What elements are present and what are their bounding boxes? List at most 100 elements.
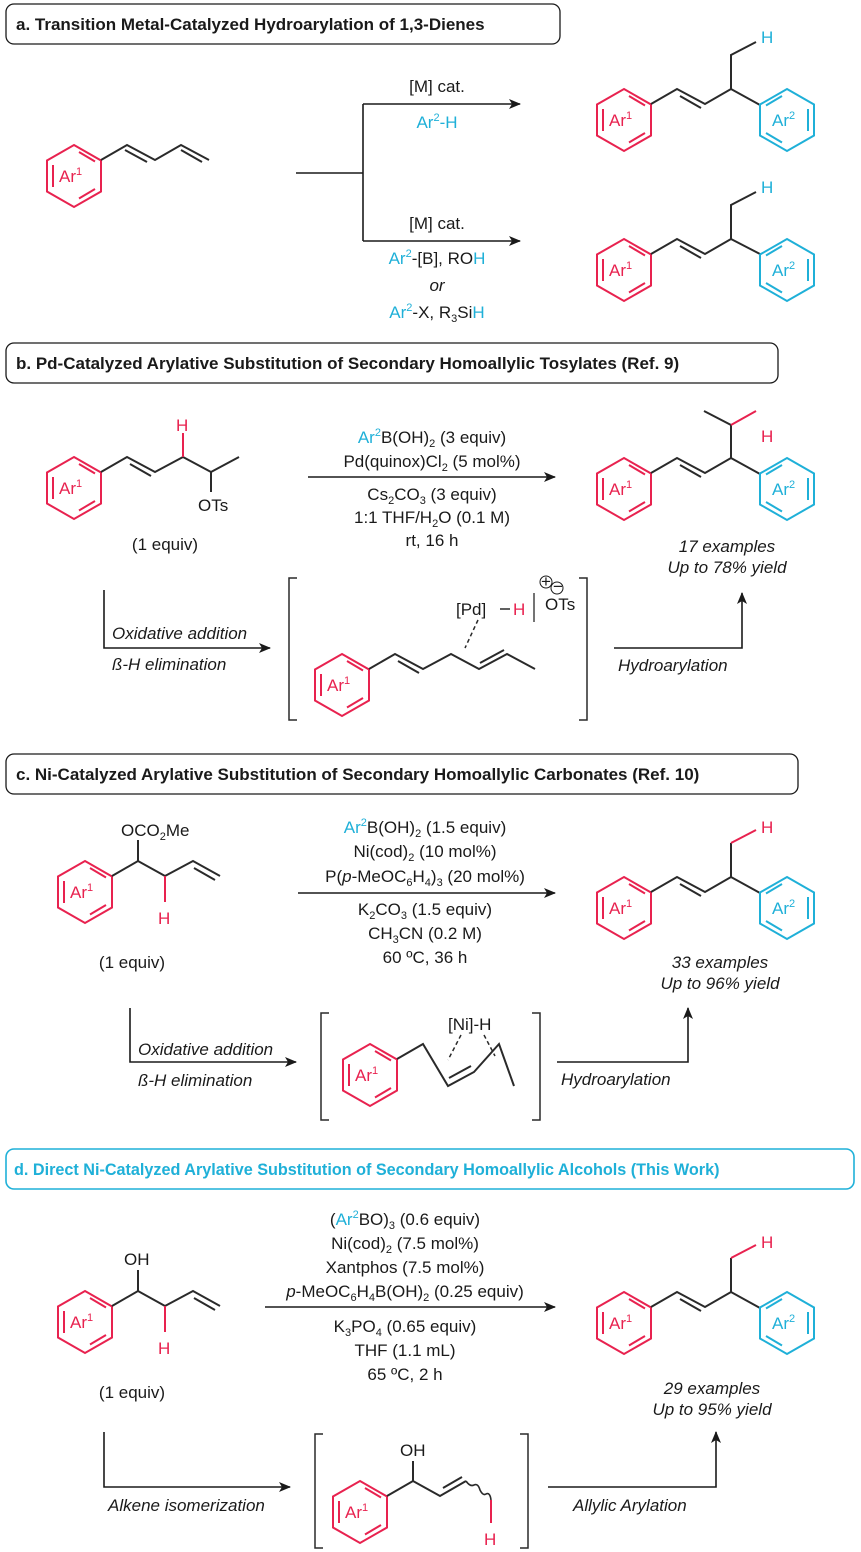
c-cond-2: Ni(cod)2 (10 mol%) — [353, 842, 496, 864]
d-bracket-left — [314, 1433, 323, 1549]
b-bracket-left — [288, 577, 297, 721]
c-leaving-group: OCO2Me — [121, 821, 189, 843]
diene-chain — [100, 143, 210, 162]
b-bracket-right — [579, 577, 588, 721]
arrow-c-step — [129, 1008, 297, 1067]
svg-text:H: H — [761, 178, 773, 197]
svg-text:Ar1: Ar1 — [609, 260, 632, 280]
arrow-b-step — [103, 590, 271, 653]
d-intermediate: Ar1 H OH — [332, 1441, 496, 1549]
d-equiv: (1 equiv) — [99, 1383, 165, 1402]
c-cond-5: CH3CN (0.2 M) — [368, 924, 482, 946]
b-step-3: Hydroarylation — [618, 656, 728, 675]
c-examples: 33 examples — [672, 953, 769, 972]
c-bracket-left — [320, 1012, 329, 1121]
panel-a-product-top: Ar1 H Ar2 — [596, 28, 815, 152]
d-bracket-right — [520, 1433, 529, 1549]
panel-b-title: b. Pd-Catalyzed Arylative Substitution o… — [16, 354, 679, 373]
svg-text:Ar2: Ar2 — [772, 260, 795, 280]
svg-text:H: H — [176, 416, 188, 435]
svg-text:H: H — [761, 28, 773, 47]
panel-d-substrate: Ar1 OH H — [57, 1250, 221, 1358]
svg-text:H: H — [761, 818, 773, 837]
c-step-2: ß-H elimination — [138, 1071, 252, 1090]
b-cond-1: Ar2B(OH)2 (3 equiv) — [358, 427, 506, 450]
svg-text:Ar2: Ar2 — [772, 898, 795, 918]
c-yield: Up to 96% yield — [660, 974, 780, 993]
b-intermediate: Ar1 [Pd] H + − OTs — [314, 572, 575, 717]
c-step-1: Oxidative addition — [138, 1040, 273, 1059]
svg-text:Ar1: Ar1 — [609, 898, 632, 918]
panel-a: a. Transition Metal-Catalyzed Hydroaryla… — [5, 3, 815, 325]
svg-text:Ar1: Ar1 — [70, 882, 93, 902]
svg-text:OTs: OTs — [545, 595, 575, 614]
b-step-2: ß-H elimination — [112, 655, 226, 674]
svg-text:Ar1: Ar1 — [609, 479, 632, 499]
svg-text:Ar1: Ar1 — [355, 1065, 378, 1085]
arrow-b-return — [614, 592, 747, 649]
panel-d: d. Direct Ni-Catalyzed Arylative Substit… — [5, 1148, 855, 1549]
svg-text:+: + — [541, 572, 551, 591]
d-cond-3: Xantphos (7.5 mol%) — [326, 1258, 485, 1277]
svg-text:Ar1: Ar1 — [59, 478, 82, 498]
svg-text:OTs: OTs — [198, 496, 228, 515]
svg-text:Ar2: Ar2 — [772, 479, 795, 499]
ar1-label: Ar1 — [59, 166, 82, 186]
panel-c: c. Ni-Catalyzed Arylative Substitution o… — [5, 753, 815, 1121]
svg-text:H: H — [761, 1233, 773, 1252]
d-step-3: Allylic Arylation — [572, 1496, 687, 1515]
d-cond-2: Ni(cod)2 (7.5 mol%) — [331, 1234, 479, 1256]
d-step-1: Alkene isomerization — [107, 1496, 265, 1515]
panel-d-title: d. Direct Ni-Catalyzed Arylative Substit… — [14, 1161, 719, 1179]
panel-a-title-box — [5, 3, 561, 45]
d-cond-7: 65 ºC, 2 h — [367, 1365, 442, 1384]
svg-text:[Pd]: [Pd] — [456, 600, 486, 619]
panel-a-substrate: Ar1 — [46, 144, 102, 208]
d-yield: Up to 95% yield — [652, 1400, 772, 1419]
svg-text:Ar2: Ar2 — [772, 110, 795, 130]
svg-text:H: H — [761, 427, 773, 446]
panel-d-product: Ar1 H Ar2 — [596, 1233, 815, 1355]
a-bottom-or: or — [429, 276, 445, 295]
svg-text:H: H — [513, 600, 525, 619]
svg-text:OH: OH — [124, 1250, 150, 1269]
arrow-d-return — [548, 1431, 721, 1488]
a-bottom-reagent-1: Ar2-[B], ROH — [389, 248, 486, 268]
svg-text:−: − — [553, 577, 563, 596]
svg-text:H: H — [158, 909, 170, 928]
svg-text:[Ni]-H: [Ni]-H — [448, 1015, 491, 1034]
d-cond-4: p-MeOC6H4B(OH)2 (0.25 equiv) — [285, 1282, 524, 1304]
svg-text:H: H — [484, 1530, 496, 1549]
c-cond-3: P(p-MeOC6H4)3 (20 mol%) — [325, 867, 525, 889]
b-cond-4: 1:1 THF/H2O (0.1 M) — [354, 508, 510, 530]
c-cond-4: K2CO3 (1.5 equiv) — [358, 900, 492, 922]
svg-text:OH: OH — [400, 1441, 426, 1460]
svg-text:Ar1: Ar1 — [609, 110, 632, 130]
a-top-reagent: Ar2-H — [416, 112, 457, 132]
d-cond-6: THF (1.1 mL) — [354, 1341, 455, 1360]
diene-double-2 — [180, 149, 203, 163]
d-examples: 29 examples — [663, 1379, 761, 1398]
b-yield: Up to 78% yield — [667, 558, 787, 577]
c-equiv: (1 equiv) — [99, 953, 165, 972]
b-dashed — [464, 619, 479, 649]
svg-text:H: H — [158, 1339, 170, 1358]
svg-text:Ar1: Ar1 — [345, 1502, 368, 1522]
d-cond-5: K3PO4 (0.65 equiv) — [334, 1317, 477, 1339]
d-cond-1: (Ar2BO)3 (0.6 equiv) — [330, 1209, 480, 1232]
panel-b: b. Pd-Catalyzed Arylative Substitution o… — [5, 342, 815, 721]
panel-d-title-box — [5, 1148, 855, 1190]
b-cond-5: rt, 16 h — [406, 531, 459, 550]
arrow-d-step — [103, 1432, 291, 1492]
a-bottom-reagent-2: Ar2-X, R3SiH — [389, 302, 484, 325]
panel-a-product-bottom: Ar1 H Ar2 — [596, 178, 815, 302]
b-equiv: (1 equiv) — [132, 535, 198, 554]
svg-text:Ar1: Ar1 — [609, 1313, 632, 1333]
b-cond-3: Cs2CO3 (3 equiv) — [367, 485, 496, 507]
panel-c-substrate: Ar1 OCO2Me H — [57, 821, 221, 928]
panel-b-product: Ar1 H Ar2 — [596, 410, 815, 521]
panel-b-title-box — [5, 342, 779, 384]
b-step-1: Oxidative addition — [112, 624, 247, 643]
b-examples: 17 examples — [679, 537, 776, 556]
